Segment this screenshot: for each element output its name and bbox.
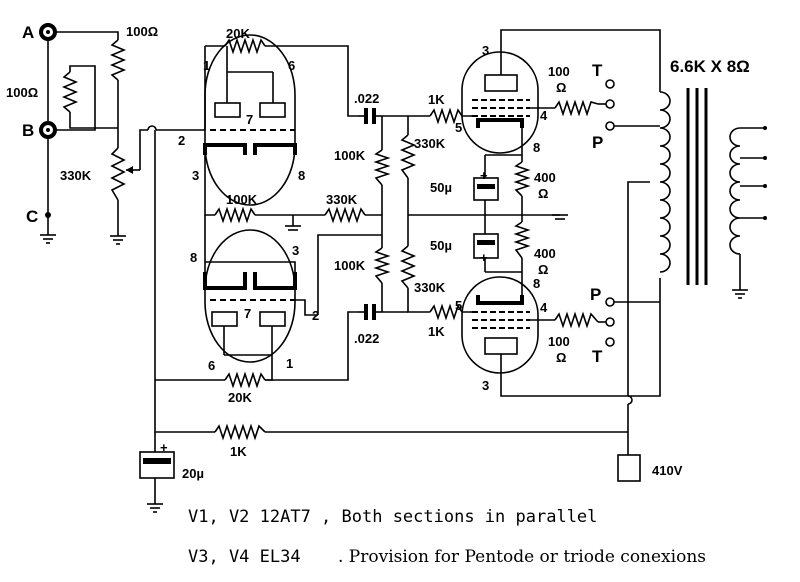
label-g2-top-val: 100: [548, 64, 570, 79]
switch-p-top: P: [592, 133, 603, 152]
switch-p-bot: P: [590, 285, 601, 304]
potentiometer-330k[interactable]: [110, 147, 126, 201]
note-line-2a: V3, V4 EL34: [188, 547, 301, 567]
label-g2-bot-unit: Ω: [556, 350, 566, 365]
label-fb-top: 20K: [226, 26, 250, 41]
v4-pin-5: 5: [455, 298, 462, 313]
v4-pin-3: 3: [482, 378, 489, 393]
filter-cap: +: [139, 440, 175, 479]
label-cath-top-val: 400: [534, 170, 556, 185]
label-filter-cap: 20µ: [182, 466, 204, 481]
resistor-100-top: [109, 39, 127, 81]
v2-pin-1: 1: [286, 356, 293, 371]
v1-pin-2: 2: [178, 133, 185, 148]
supply-terminal[interactable]: [617, 454, 641, 482]
switch-t-bot: T: [592, 347, 603, 366]
v2-pin-6: 6: [208, 358, 215, 373]
v3-pin-5: 5: [455, 120, 462, 135]
label-stop-bot: 1K: [428, 324, 445, 339]
bypass-cap-top: +: [473, 168, 499, 201]
label-grid-top-100k: 100K: [334, 148, 366, 163]
v1-pin-8: 8: [298, 168, 305, 183]
v4-pin-4: 4: [540, 300, 548, 315]
tube-v2: 8 3 7 2 6 1: [190, 229, 319, 373]
label-grid-bot-330k: 330K: [414, 280, 446, 295]
label-b: B: [22, 121, 34, 140]
label-a: A: [22, 23, 34, 42]
note-line-2b: . Provision for Pentode or triode conexi…: [338, 547, 706, 567]
resistor-100-g2-top: [554, 99, 599, 117]
label-stop-top: 1K: [428, 92, 445, 107]
coupling-bot: .022: [354, 304, 382, 346]
label-410v: 410V: [652, 463, 683, 478]
resistor-100k-cathode: [214, 206, 256, 224]
label-cath-top-unit: Ω: [538, 186, 548, 201]
label-transformer: 6.6K X 8Ω: [670, 57, 750, 76]
label-grid-bot-100k: 100K: [334, 258, 366, 273]
label-cath-100k: 100K: [226, 192, 258, 207]
label-bypass-top: 50µ: [430, 180, 452, 195]
resistor-1k-supply: [214, 423, 266, 441]
label-g2-top-unit: Ω: [556, 80, 566, 95]
resistor-1k-stop-bot: [429, 303, 470, 321]
tube-v3: 3 5 4 8: [455, 43, 548, 155]
v4-pin-8: 8: [533, 276, 540, 291]
resistor-330k-grid-bot: [399, 245, 417, 289]
label-grid-top-330k: 330K: [414, 136, 446, 151]
label-r-in-a: 100Ω: [126, 24, 158, 39]
resistor-100-g2-bot: [554, 311, 599, 329]
plus-top: +: [480, 168, 488, 183]
v2-pin-3: 3: [292, 243, 299, 258]
v1-pin-6: 6: [288, 58, 295, 73]
label-coup-bot: .022: [354, 331, 379, 346]
v1-pin-3: 3: [192, 168, 199, 183]
plus-bot: +: [480, 250, 488, 265]
resistor-100-left: [61, 71, 79, 113]
label-pot: 330K: [60, 168, 92, 183]
label-cath-330k: 330K: [326, 192, 358, 207]
v3-pin-3: 3: [482, 43, 489, 58]
resistor-330k-cathode: [324, 206, 366, 224]
plus-filter: +: [160, 440, 168, 455]
bypass-cap-bot: +: [473, 233, 499, 265]
v1-pin-1: 1: [203, 58, 210, 73]
mode-switch-bot[interactable]: P T: [590, 285, 615, 366]
label-c: C: [26, 207, 38, 226]
v2-pin-7: 7: [244, 306, 251, 321]
resistor-400-top: [513, 161, 531, 197]
label-g2-bot-val: 100: [548, 334, 570, 349]
resistor-330k-grid-top: [399, 134, 417, 179]
label-bypass-bot: 50µ: [430, 238, 452, 253]
v1-pin-7: 7: [246, 112, 253, 127]
resistor-1k-stop-top: [429, 107, 470, 125]
label-coup-top: .022: [354, 91, 379, 106]
coupling-top: .022: [354, 91, 382, 124]
mode-switch-top[interactable]: T P: [592, 61, 615, 152]
resistor-400-bot: [513, 221, 531, 259]
tube-v4: 8 5 4 3: [455, 276, 548, 393]
switch-t-top: T: [592, 61, 603, 80]
label-cath-bot-val: 400: [534, 246, 556, 261]
label-cath-bot-unit: Ω: [538, 262, 548, 277]
resistor-100k-grid-bot: [373, 247, 391, 284]
v3-pin-4: 4: [540, 108, 548, 123]
label-r-in-b: 100Ω: [6, 85, 38, 100]
ground-pot: [110, 235, 126, 245]
output-transformer: 6.6K X 8Ω: [659, 57, 767, 299]
resistor-20k-bot: [224, 371, 266, 389]
resistor-100k-grid-top: [373, 149, 391, 186]
v3-pin-8: 8: [533, 140, 540, 155]
label-supply-1k: 1K: [230, 444, 247, 459]
resistor-20k-top: [224, 37, 266, 55]
input-section: A B C 100Ω 100Ω 330K: [6, 23, 205, 245]
v2-pin-8: 8: [190, 250, 197, 265]
tube-v1: 1 6 2 7 3 8: [178, 34, 305, 206]
label-fb-bot: 20K: [228, 390, 252, 405]
ground-c: [40, 234, 56, 244]
note-line-1: V1, V2 12AT7 , Both sections in parallel: [188, 507, 597, 527]
